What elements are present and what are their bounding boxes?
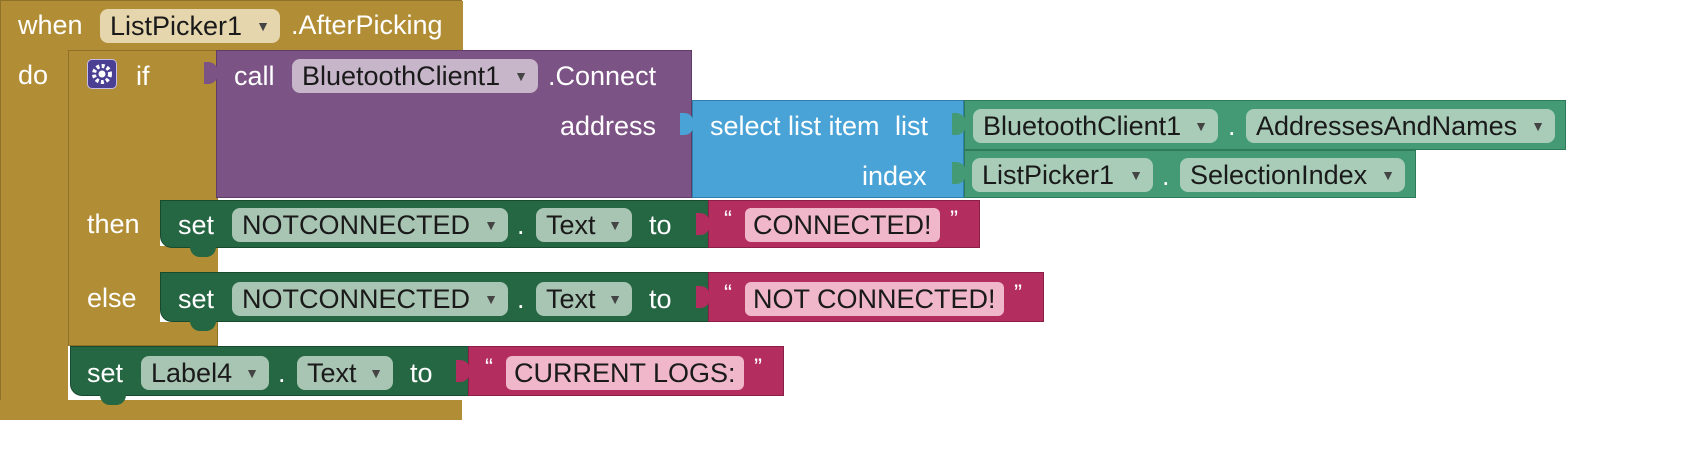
set-label4-component-label: Label4 <box>151 358 233 388</box>
set-label4-property-label: Text <box>307 358 357 388</box>
event-name-label: .AfterPicking <box>291 10 443 40</box>
text-connected-close-quote: ” <box>950 206 958 233</box>
set-else-to-label: to <box>649 284 672 314</box>
select-list-item-block[interactable] <box>692 100 964 198</box>
set-label4-property-dropdown[interactable]: Text ▼ <box>297 356 393 390</box>
set-label4-block[interactable] <box>70 346 470 396</box>
set-else-component-dropdown[interactable]: NOTCONNECTED ▼ <box>232 282 508 316</box>
chevron-down-icon: ▼ <box>1531 118 1545 134</box>
index-param-label: index <box>862 161 927 191</box>
chevron-down-icon: ▼ <box>256 18 270 34</box>
text-connected-connector <box>696 213 710 235</box>
set-then-property-dropdown[interactable]: Text ▼ <box>536 208 632 242</box>
event-component-dropdown[interactable]: ListPicker1 ▼ <box>100 9 280 43</box>
addresses-dot: . <box>1228 111 1236 141</box>
chevron-down-icon: ▼ <box>1129 167 1143 183</box>
text-current-logs-open-quote: “ <box>485 354 493 381</box>
set-label4-component-dropdown[interactable]: Label4 ▼ <box>141 356 269 390</box>
selection-index-connector <box>952 162 966 184</box>
call-component-dropdown[interactable]: BluetoothClient1 ▼ <box>292 59 538 93</box>
selection-component-dropdown[interactable]: ListPicker1 ▼ <box>972 158 1153 192</box>
set-label4-to-label: to <box>410 358 433 388</box>
address-param-label: address <box>560 111 657 141</box>
text-not-connected-value[interactable]: NOT CONNECTED! <box>745 282 1004 316</box>
call-method-label: .Connect <box>548 61 657 91</box>
set-then-component-dropdown[interactable]: NOTCONNECTED ▼ <box>232 208 508 242</box>
selection-property-label: SelectionIndex <box>1190 160 1368 190</box>
gear-icon[interactable] <box>87 59 117 89</box>
text-not-connected-close-quote: ” <box>1014 280 1022 307</box>
list-param-label: list <box>895 111 928 141</box>
else-label: else <box>87 283 137 313</box>
set-else-bottom-notch <box>190 321 216 331</box>
do-label: do <box>18 60 49 90</box>
chevron-down-icon: ▼ <box>514 68 528 84</box>
set-else-property-label: Text <box>546 284 596 314</box>
addresses-property-label: AddressesAndNames <box>1256 111 1518 141</box>
set-else-property-dropdown[interactable]: Text ▼ <box>536 282 632 316</box>
set-then-bottom-notch <box>190 247 216 257</box>
select-list-item-label: select list item <box>710 111 880 141</box>
set-else-dot: . <box>517 284 525 314</box>
addresses-getter-connector <box>952 113 966 135</box>
set-label4-dot: . <box>278 358 286 388</box>
call-left-connector <box>204 62 218 84</box>
set-then-dot: . <box>517 210 525 240</box>
set-then-to-label: to <box>649 210 672 240</box>
addresses-component-label: BluetoothClient1 <box>983 111 1182 141</box>
chevron-down-icon: ▼ <box>484 291 498 307</box>
selection-dot: . <box>1162 161 1170 191</box>
addresses-property-dropdown[interactable]: AddressesAndNames ▼ <box>1246 109 1555 143</box>
chevron-down-icon: ▼ <box>484 217 498 233</box>
chevron-down-icon: ▼ <box>245 365 259 381</box>
text-current-logs-close-quote: ” <box>754 354 762 381</box>
set-label4-label: set <box>87 358 124 388</box>
text-current-logs-value[interactable]: CURRENT LOGS: <box>506 356 744 390</box>
set-else-component-label: NOTCONNECTED <box>242 284 470 314</box>
call-label: call <box>234 61 275 91</box>
set-then-component-label: NOTCONNECTED <box>242 210 470 240</box>
if-label: if <box>136 61 150 91</box>
text-not-connected-open-quote: “ <box>724 280 732 307</box>
text-not-connected-connector <box>696 286 710 308</box>
addresses-component-dropdown[interactable]: BluetoothClient1 ▼ <box>973 109 1218 143</box>
chevron-down-icon: ▼ <box>369 365 383 381</box>
event-component-label: ListPicker1 <box>110 11 243 41</box>
chevron-down-icon: ▼ <box>608 291 622 307</box>
chevron-down-icon: ▼ <box>1194 118 1208 134</box>
then-label: then <box>87 209 140 239</box>
text-current-logs-connector <box>456 360 470 382</box>
when-label: when <box>18 10 83 40</box>
set-label4-bottom-notch <box>100 395 126 405</box>
select-left-connector <box>680 113 694 135</box>
event-block-footer <box>0 400 462 420</box>
set-then-property-label: Text <box>546 210 596 240</box>
chevron-down-icon: ▼ <box>1381 167 1395 183</box>
call-component-label: BluetoothClient1 <box>302 61 501 91</box>
selection-property-dropdown[interactable]: SelectionIndex ▼ <box>1180 158 1405 192</box>
selection-component-label: ListPicker1 <box>982 160 1115 190</box>
chevron-down-icon: ▼ <box>608 217 622 233</box>
set-then-label: set <box>178 210 215 240</box>
set-else-label: set <box>178 284 215 314</box>
text-connected-open-quote: “ <box>724 206 732 233</box>
text-connected-value[interactable]: CONNECTED! <box>745 208 940 242</box>
